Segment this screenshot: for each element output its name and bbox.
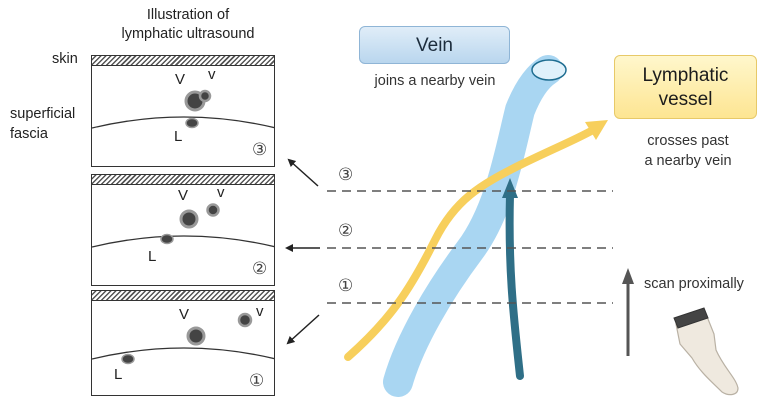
vein-label: Vein — [359, 26, 510, 64]
scan-level-2: ② — [338, 221, 353, 241]
main-vein — [398, 70, 548, 382]
scan-level-3: ③ — [338, 165, 353, 185]
lymphatic-caption: crosses past a nearby vein — [618, 131, 758, 171]
scan-arrow-head — [622, 268, 634, 284]
arrow-to-frame-3 — [289, 160, 318, 186]
ultrasound-probe-icon — [674, 308, 738, 395]
scan-level-1: ① — [338, 276, 353, 296]
scan-label: scan proximally — [644, 274, 772, 294]
small-vein — [510, 195, 520, 376]
vein-opening — [532, 60, 566, 80]
arrow-to-frame-1 — [288, 315, 319, 343]
vein-caption: joins a nearby vein — [345, 71, 525, 91]
lymphatic-label: Lymphatic vessel — [614, 55, 757, 119]
